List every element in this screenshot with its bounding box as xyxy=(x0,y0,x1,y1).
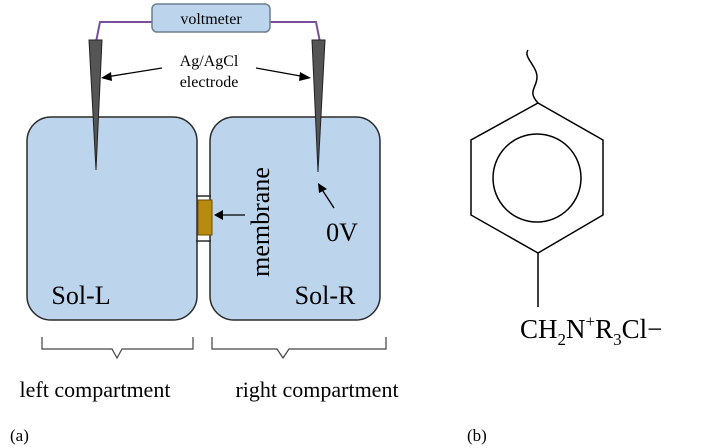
aromatic-circle xyxy=(492,133,582,223)
left-compartment-box xyxy=(26,116,198,321)
right-electrode xyxy=(311,39,326,173)
membrane-arrow xyxy=(214,210,245,220)
zero-potential-label: 0V xyxy=(326,218,358,247)
panel-a-letter: (a) xyxy=(10,426,29,445)
formula-n: N xyxy=(566,314,586,344)
left-wire xyxy=(95,21,152,43)
electrode-arrow-right xyxy=(255,67,311,81)
panel-b-structure: CH2N+R3Cl− (b) xyxy=(467,49,662,445)
formula-minus: − xyxy=(647,314,662,344)
zero-volt-arrow xyxy=(318,183,335,209)
formula-sub-2: 2 xyxy=(558,330,567,349)
panel-a-cell-diagram: voltmeter Ag/AgCl electrode membrane xyxy=(10,3,399,445)
right-wire xyxy=(270,21,321,43)
electrode-label-line1: Ag/AgCl xyxy=(180,53,239,70)
left-electrode xyxy=(88,39,103,171)
polymer-attachment-bond xyxy=(526,49,539,104)
membrane-block xyxy=(197,199,213,236)
left-compartment-brace xyxy=(41,337,194,360)
right-compartment-brace xyxy=(211,337,387,360)
panel-b-letter: (b) xyxy=(467,426,487,445)
electrode-arrow-left xyxy=(101,67,163,81)
formula-r: R xyxy=(595,314,613,344)
left-compartment-label: left compartment xyxy=(20,377,171,402)
electrode-label-line2: electrode xyxy=(180,74,239,91)
formula-sub-3: 3 xyxy=(613,330,622,349)
formula-cl: Cl xyxy=(622,314,648,344)
voltmeter-box xyxy=(151,3,271,33)
right-solution-label: Sol-R xyxy=(295,281,356,310)
formula-plus: + xyxy=(586,312,596,331)
right-compartment-label: right compartment xyxy=(235,377,398,402)
membrane-label: membrane xyxy=(246,167,275,277)
left-solution-label: Sol-L xyxy=(51,281,110,310)
ammonium-formula: CH2N+R3Cl− xyxy=(520,312,662,349)
formula-ch: CH xyxy=(520,314,558,344)
voltmeter-label: voltmeter xyxy=(180,11,242,28)
benzene-ring-hexagon xyxy=(470,102,604,254)
